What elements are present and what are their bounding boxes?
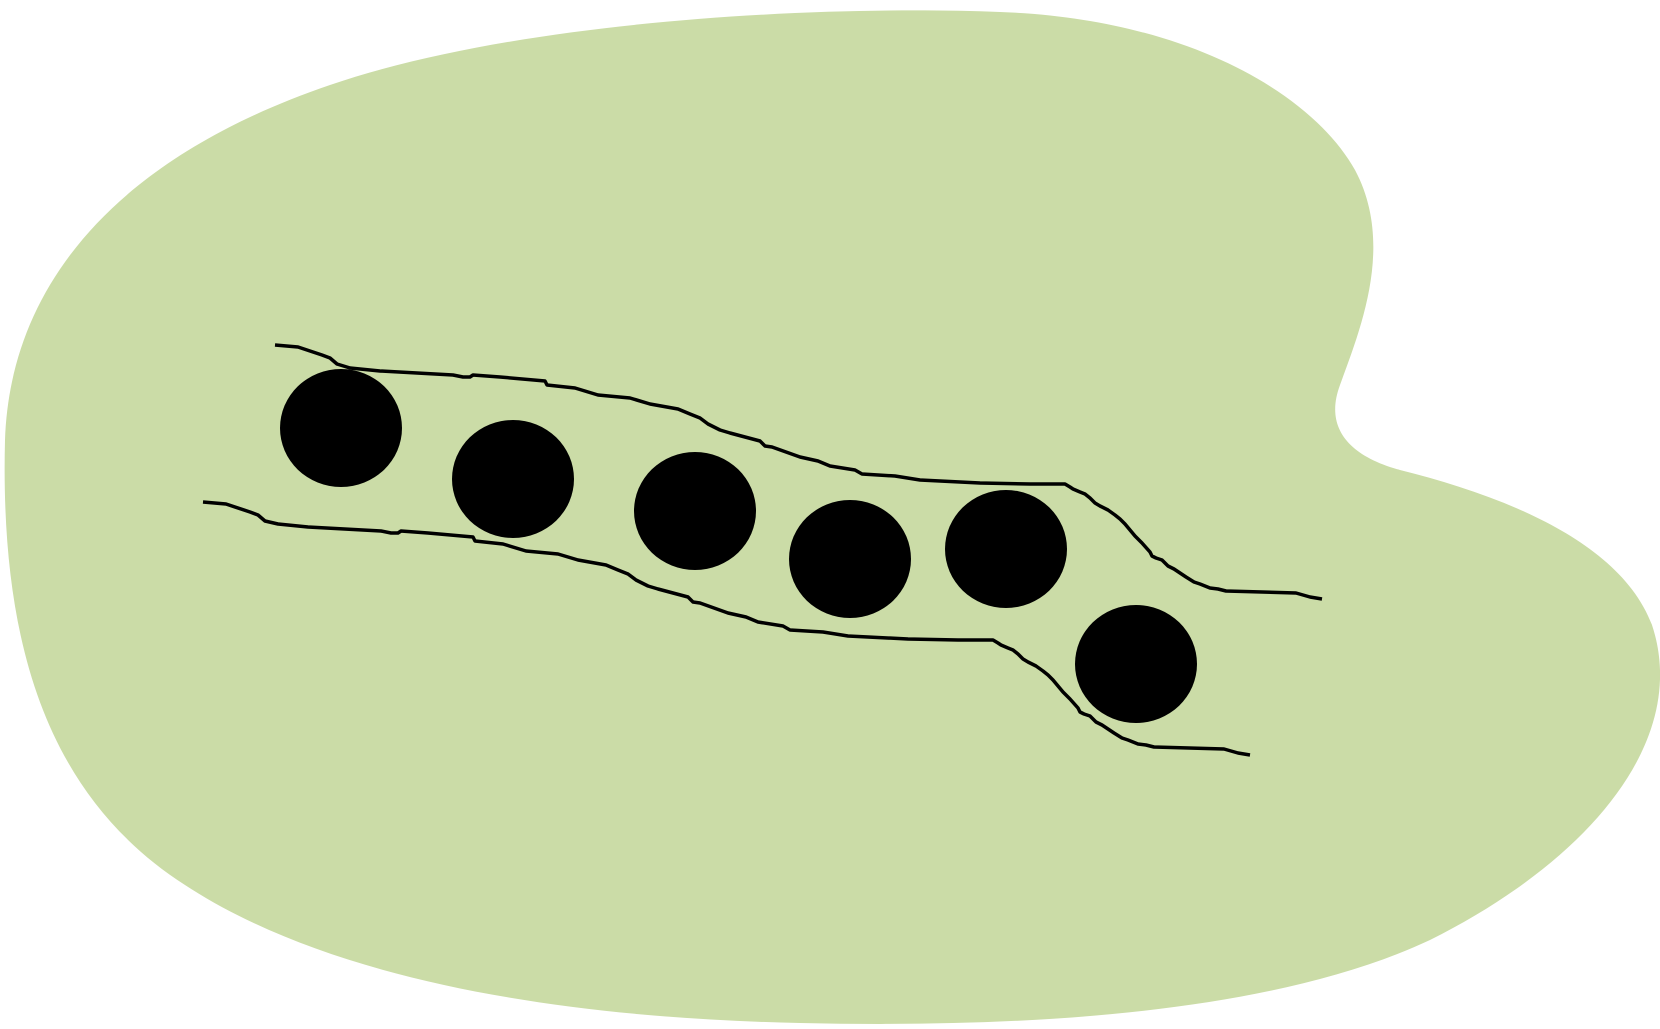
circle-group	[280, 369, 1197, 723]
black-circle-6	[1075, 605, 1197, 723]
black-circle-3	[634, 452, 756, 570]
black-circle-4	[789, 500, 911, 618]
black-circle-5	[945, 490, 1067, 608]
upper-boundary-line	[274, 343, 1323, 601]
black-circle-2	[452, 420, 574, 538]
black-circle-1	[280, 369, 402, 487]
lower-boundary-line	[202, 500, 1251, 757]
